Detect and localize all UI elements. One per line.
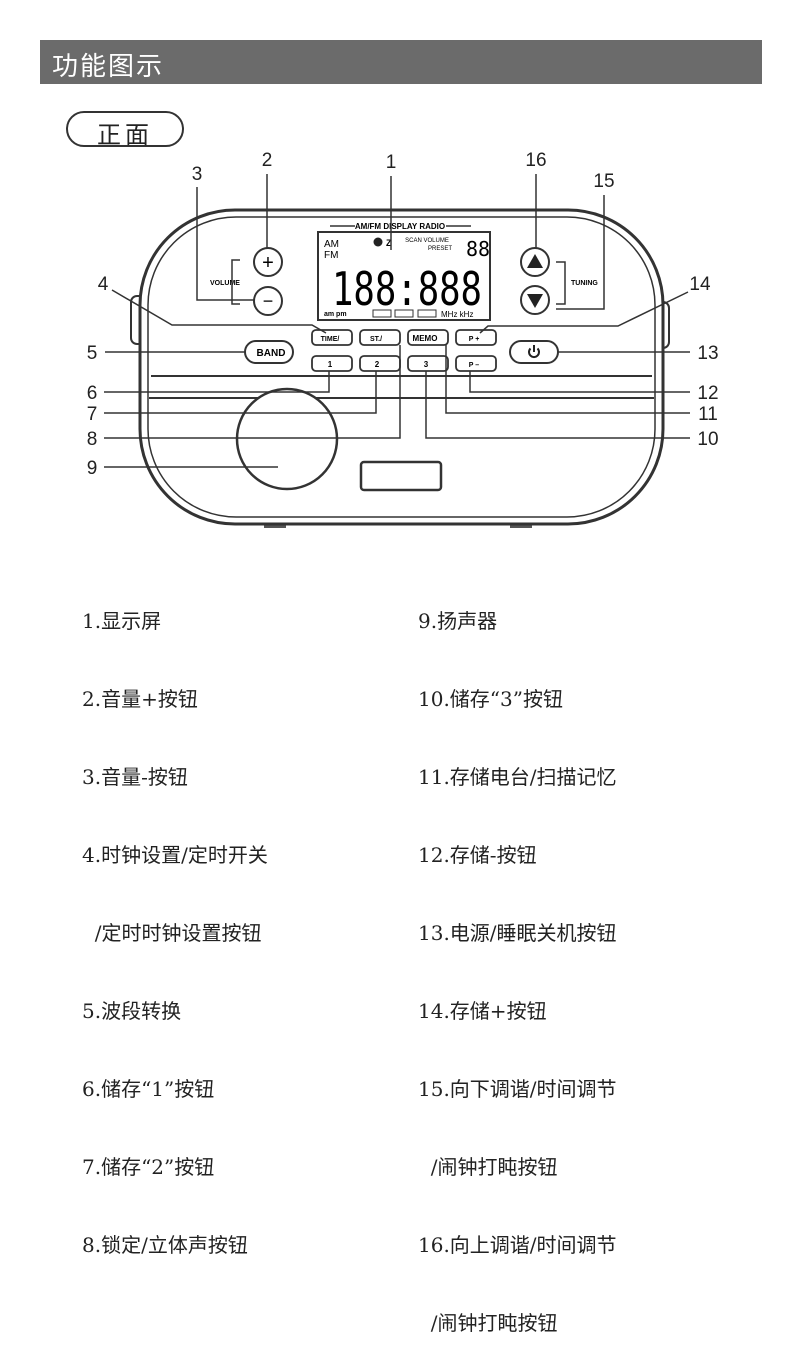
legend-item: 3.音量-按钮 xyxy=(82,765,188,789)
time-button[interactable]: TIME/ xyxy=(311,329,353,346)
volume-up-label: + xyxy=(262,252,274,274)
st-lock-button[interactable]: ST./ xyxy=(359,329,401,346)
band-button[interactable]: BAND xyxy=(244,340,294,364)
volume-up-button[interactable]: + xyxy=(253,247,283,277)
front-view-label: 正面 xyxy=(66,111,184,149)
legend-item: 4.时钟设置/定时开关 xyxy=(82,843,268,867)
display-am: AM xyxy=(324,239,339,250)
front-view-text: 正面 xyxy=(97,121,153,149)
callout-lines xyxy=(104,174,690,468)
preset-3-button[interactable]: 3 xyxy=(407,355,449,372)
callout-10: 10 xyxy=(697,429,718,450)
callout-12: 12 xyxy=(697,383,718,404)
st-button-label: ST./ xyxy=(370,336,382,343)
legend-left: 1.显示屏 2.音量+按钮 3.音量-按钮 4.时钟设置/定时开关 /定时时钟设… xyxy=(82,556,268,1284)
legend-item: 8.锁定/立体声按钮 xyxy=(82,1233,248,1257)
preset-up-label: P + xyxy=(469,336,480,343)
callout-14: 14 xyxy=(689,274,711,295)
callout-2: 2 xyxy=(262,150,273,171)
section-header: 功能图示 xyxy=(40,40,762,84)
alarm-icon xyxy=(373,237,383,247)
display-alarm-indicator xyxy=(372,309,392,318)
volume-down-label: − xyxy=(263,291,274,311)
callout-8: 8 xyxy=(87,429,98,450)
callout-15: 15 xyxy=(593,171,614,192)
front-window xyxy=(359,460,443,492)
lcd-display xyxy=(317,231,491,321)
memo-button[interactable]: MEMO xyxy=(407,329,449,346)
display-digits: 188:888 xyxy=(332,262,482,316)
display-scan-volume: SCAN VOLUME xyxy=(405,238,449,244)
display-stereo-indicator xyxy=(417,309,437,318)
radio-diagram: AM/FM DISPLAY RADIO AM FM Z SCAN VOLUME … xyxy=(87,150,719,528)
display-fm: FM xyxy=(324,250,338,261)
preset-1-label: 1 xyxy=(328,360,333,369)
legend-item: 16.向上调谐/时间调节 xyxy=(418,1233,617,1257)
preset-down-label: P – xyxy=(469,362,479,369)
legend-item: 5.波段转换 xyxy=(82,999,182,1023)
legend-item: 6.储存“1”按钮 xyxy=(82,1077,215,1101)
callout-4: 4 xyxy=(98,274,109,295)
callout-1: 1 xyxy=(386,152,397,173)
legend-item: 11.存储电台/扫描记忆 xyxy=(418,765,617,789)
power-button[interactable] xyxy=(509,340,559,364)
display-preset-digits: 88 xyxy=(466,237,490,261)
display-preset: PRESET xyxy=(428,246,452,252)
preset-up-button[interactable]: P + xyxy=(455,329,497,346)
volume-down-button[interactable]: − xyxy=(253,286,283,316)
preset-2-button[interactable]: 2 xyxy=(359,355,401,372)
legend-item: 9.扬声器 xyxy=(418,609,498,633)
legend-item: 2.音量+按钮 xyxy=(82,687,198,711)
triangle-up-icon xyxy=(527,254,543,268)
legend-item: 13.电源/睡眠关机按钮 xyxy=(418,921,617,945)
tuning-label: TUNING xyxy=(571,280,598,287)
preset-3-label: 3 xyxy=(424,360,429,369)
preset-2-label: 2 xyxy=(375,360,380,369)
triangle-down-icon xyxy=(527,294,543,308)
display-title: AM/FM DISPLAY RADIO xyxy=(355,222,445,231)
legend-item: 15.向下调谐/时间调节 xyxy=(418,1077,617,1101)
band-button-label: BAND xyxy=(257,348,286,359)
display-ampm: am pm xyxy=(324,311,347,318)
power-icon xyxy=(528,347,540,358)
volume-label: VOLUME xyxy=(210,280,240,287)
display-lock-indicator xyxy=(394,309,414,318)
legend-item: 10.储存“3”按钮 xyxy=(418,687,563,711)
legend-item: /闹钟打盹按钮 xyxy=(418,1155,558,1179)
legend-item: /闹钟打盹按钮 xyxy=(418,1311,558,1335)
legend-item: 14.存储+按钮 xyxy=(418,999,547,1023)
speaker-grille xyxy=(235,387,339,491)
display-units: MHz kHz xyxy=(441,310,473,319)
time-button-label: TIME/ xyxy=(321,336,340,343)
radio-body-inner xyxy=(147,216,656,518)
callout-3: 3 xyxy=(192,164,203,185)
tuning-up-button[interactable] xyxy=(520,247,550,277)
callout-16: 16 xyxy=(525,150,546,171)
callout-11: 11 xyxy=(698,404,718,425)
legend-item: 7.储存“2”按钮 xyxy=(82,1155,215,1179)
section-title: 功能图示 xyxy=(52,52,165,82)
legend-item: 1.显示屏 xyxy=(82,609,162,633)
display-zzz: Z xyxy=(386,238,392,248)
callout-7: 7 xyxy=(87,404,98,425)
legend-item: 12.存储-按钮 xyxy=(418,843,537,867)
legend-item: /定时时钟设置按钮 xyxy=(82,921,262,945)
memo-button-label: MEMO xyxy=(413,334,438,343)
tuning-down-button[interactable] xyxy=(520,285,550,315)
preset-1-button[interactable]: 1 xyxy=(311,355,353,372)
callout-5: 5 xyxy=(87,343,98,364)
callout-9: 9 xyxy=(87,458,98,479)
legend-right: 9.扬声器 10.储存“3”按钮 11.存储电台/扫描记忆 12.存储-按钮 1… xyxy=(418,556,617,1362)
preset-down-button[interactable]: P – xyxy=(455,355,497,372)
callout-13: 13 xyxy=(697,343,718,364)
callout-6: 6 xyxy=(87,383,98,404)
